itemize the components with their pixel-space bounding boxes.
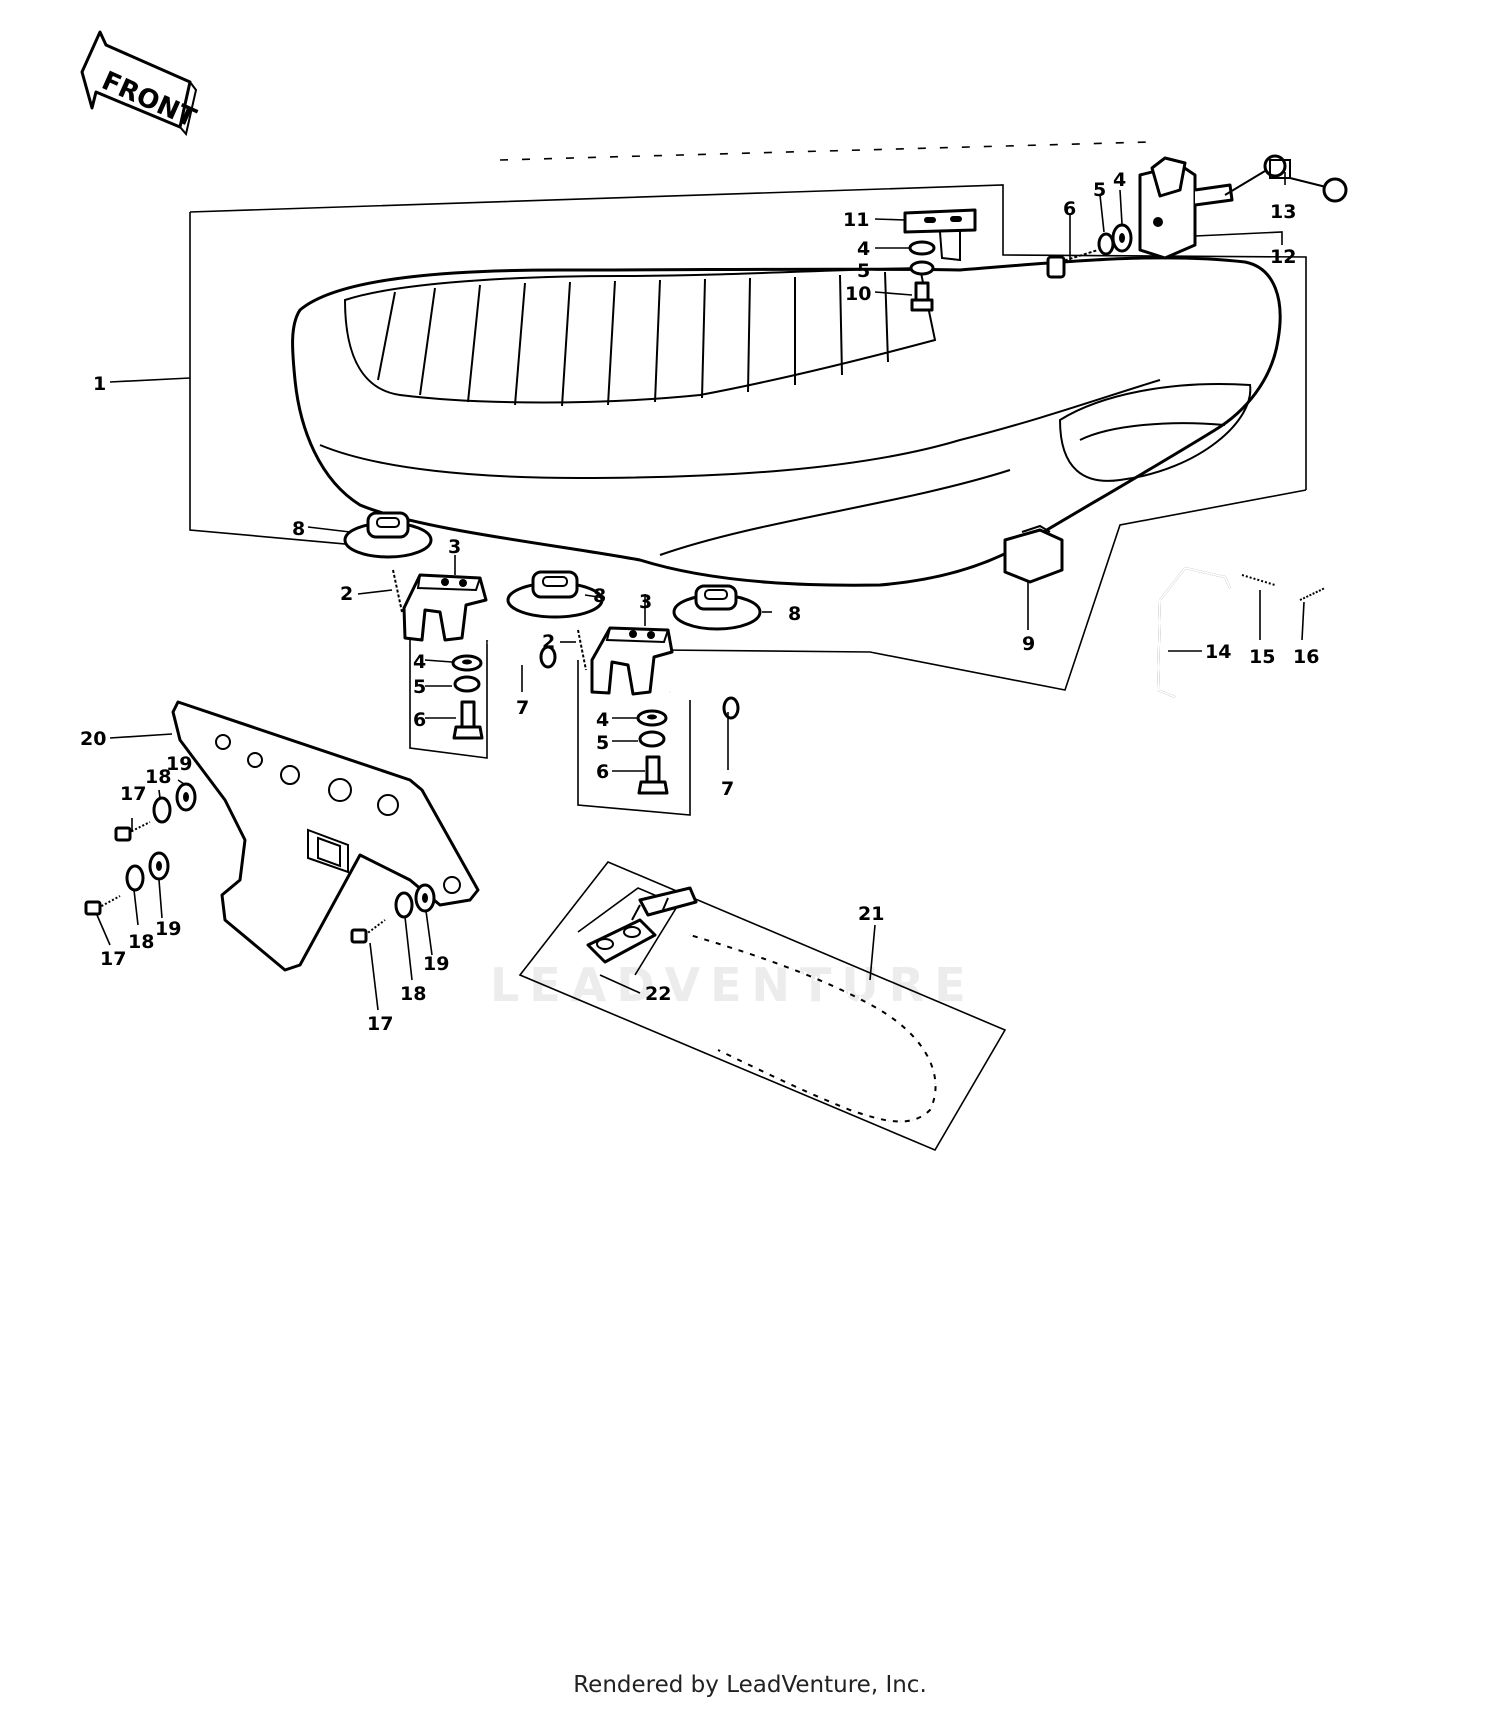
washer-right <box>636 709 668 727</box>
callout-washer-b: 19 <box>166 753 192 775</box>
latch-plate <box>903 208 977 262</box>
callout-labels: 1 8 3 2 4 5 6 7 8 2 3 8 4 5 6 7 9 11 4 5… <box>80 169 1319 1035</box>
footer-credit: Rendered by LeadVenture, Inc. <box>573 1672 927 1698</box>
callout-latch-bolt: 10 <box>845 283 871 305</box>
chain <box>518 861 1007 1152</box>
key-icon <box>1224 154 1348 203</box>
bracket <box>171 700 480 972</box>
washer-f <box>414 883 436 913</box>
washer-b <box>175 782 197 812</box>
callout-joint: 22 <box>645 983 671 1005</box>
callout-key: 13 <box>1270 201 1296 223</box>
latch-lockwasher <box>909 260 935 276</box>
callout-washer-e: 18 <box>400 983 426 1005</box>
lock-bolt-top <box>1046 249 1099 279</box>
washer-left <box>451 654 483 672</box>
lockwasher-left <box>453 675 481 693</box>
callout-hinge-right: 3 <box>639 591 652 613</box>
rod-spring <box>1241 574 1276 586</box>
callout-washer-c: 18 <box>128 931 154 953</box>
hinge-right <box>577 626 674 696</box>
cotter-pin <box>1299 587 1326 601</box>
bolt-a <box>114 821 151 842</box>
callout-seat-lock: 12 <box>1270 246 1296 268</box>
washer-e <box>394 891 414 919</box>
washer-c <box>125 864 145 892</box>
callout-washer-left: 4 <box>413 651 426 673</box>
bolt-right <box>637 755 669 795</box>
callout-stopper: 9 <box>1022 633 1035 655</box>
stopper <box>1003 524 1064 584</box>
callout-damper-left: 8 <box>292 518 305 540</box>
callout-bolt-left: 6 <box>413 709 426 731</box>
lock-lockwasher-top <box>1097 232 1115 256</box>
callout-washer-f: 19 <box>423 953 449 975</box>
callout-damper-center: 8 <box>593 585 606 607</box>
washer-d <box>148 851 170 881</box>
callout-seat: 1 <box>93 373 106 395</box>
latch-washer <box>908 240 936 256</box>
bolt-c <box>350 919 386 944</box>
front-arrow-icon: FRONT <box>80 30 200 137</box>
lockwasher-right <box>638 730 666 748</box>
callout-washer-d: 19 <box>155 918 181 940</box>
callout-washer-right: 4 <box>596 709 609 731</box>
callout-chain: 21 <box>858 903 884 925</box>
callout-latch-lockwasher: 5 <box>857 260 870 282</box>
seat-lock <box>1138 156 1234 260</box>
callout-spring-left: 2 <box>340 583 353 605</box>
damper-center <box>506 570 604 619</box>
callout-damper-right: 8 <box>788 603 801 625</box>
rod <box>1156 566 1231 698</box>
lock-washer-top <box>1111 223 1133 253</box>
callout-lock-washer-top: 4 <box>1113 169 1126 191</box>
bolt-left <box>452 700 484 740</box>
callout-rod-spring: 15 <box>1249 646 1275 668</box>
bolt-b <box>84 895 121 916</box>
callout-bolt-b: 17 <box>100 948 126 970</box>
callout-lock-lockwasher-top: 5 <box>1093 179 1106 201</box>
callout-bracket: 20 <box>80 728 106 750</box>
callout-washer-a: 18 <box>145 766 171 788</box>
seat <box>291 256 1282 587</box>
hinge-left <box>392 569 488 642</box>
callout-bolt-c: 17 <box>367 1013 393 1035</box>
callout-latch-washer: 4 <box>857 238 870 260</box>
callout-lockwasher-left: 5 <box>413 676 426 698</box>
watermark: LEADVENTURE <box>490 958 976 1012</box>
callout-rod: 14 <box>1205 641 1231 663</box>
callout-bolt-right: 6 <box>596 761 609 783</box>
callout-lockwasher-right: 5 <box>596 732 609 754</box>
pin-left <box>487 638 557 669</box>
callout-latch-plate: 11 <box>843 209 869 231</box>
callout-pin-left: 7 <box>516 697 529 719</box>
washer-a <box>152 796 172 824</box>
callout-cotter-pin: 16 <box>1293 646 1319 668</box>
callout-spring-right: 2 <box>542 631 555 653</box>
joint <box>586 886 698 964</box>
callout-pin-right: 7 <box>721 778 734 800</box>
callout-hinge-left: 3 <box>448 536 461 558</box>
leader-lines <box>96 172 1305 1011</box>
latch-bolt <box>910 281 934 312</box>
assembly-outline <box>189 141 1307 816</box>
callout-lock-bolt-top: 6 <box>1063 198 1076 220</box>
damper-right <box>672 584 762 631</box>
callout-bolt-a: 17 <box>120 783 146 805</box>
damper-left <box>343 511 433 559</box>
